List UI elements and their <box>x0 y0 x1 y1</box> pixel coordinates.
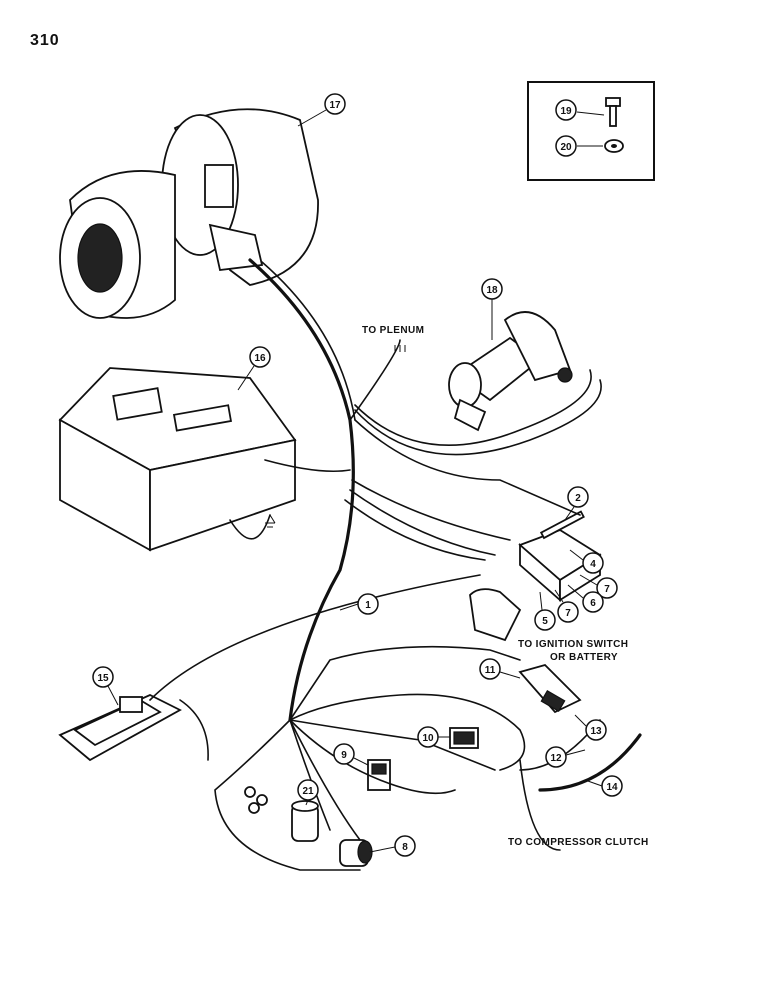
svg-text:7: 7 <box>604 584 610 595</box>
fan-switch <box>449 727 479 749</box>
toggle-switch <box>367 759 391 791</box>
svg-text:19: 19 <box>560 106 572 117</box>
svg-text:14: 14 <box>606 782 618 793</box>
svg-text:20: 20 <box>560 142 572 153</box>
callout-18: 18 <box>481 278 503 340</box>
callout-1: 1 <box>339 593 379 615</box>
callout-5: 5 <box>534 591 556 631</box>
callout-9: 9 <box>333 743 369 766</box>
connector-socket <box>339 839 373 867</box>
label-to-compressor: TO COMPRESSOR CLUTCH <box>508 837 649 848</box>
callout-14: 14 <box>584 775 623 797</box>
callout-12: 12 <box>545 746 586 768</box>
svg-text:4: 4 <box>590 559 596 570</box>
control-box <box>58 367 297 552</box>
callout-7a: 7 <box>579 574 618 599</box>
label-to-plenum: TO PLENUM <box>362 325 424 336</box>
callout-4: 4 <box>569 549 604 574</box>
actuator-valve <box>448 311 573 432</box>
callout-20: 20 <box>555 135 577 157</box>
relay-box <box>58 694 182 762</box>
callout-16: 16 <box>237 346 271 391</box>
callout-6: 6 <box>567 584 604 613</box>
blower-motor-assembly <box>59 108 319 319</box>
svg-text:10: 10 <box>422 733 434 744</box>
spare-terminals <box>244 786 268 814</box>
fuse-block <box>469 510 602 642</box>
callout-13: 13 <box>574 714 607 741</box>
label-to-ignition-2: OR BATTERY <box>550 652 618 663</box>
callout-15: 15 <box>92 666 119 706</box>
callout-10: 10 <box>417 726 450 748</box>
svg-text:15: 15 <box>97 673 109 684</box>
svg-text:5: 5 <box>542 616 548 627</box>
bolt-icon <box>605 97 621 127</box>
callout-17: 17 <box>297 93 346 127</box>
svg-text:6: 6 <box>590 598 596 609</box>
page-number: 310 <box>30 32 60 49</box>
svg-text:7: 7 <box>565 608 571 619</box>
svg-text:18: 18 <box>486 285 498 296</box>
svg-text:17: 17 <box>329 100 341 111</box>
callout-21: 21 <box>297 779 319 806</box>
callout-19: 19 <box>555 99 577 121</box>
inset-box <box>527 81 655 181</box>
svg-text:16: 16 <box>254 353 266 364</box>
label-to-ignition-1: TO IGNITION SWITCH <box>518 639 628 650</box>
svg-text:2: 2 <box>575 493 581 504</box>
connector-plug <box>291 800 319 842</box>
callout-11: 11 <box>479 658 521 680</box>
svg-text:21: 21 <box>302 786 314 797</box>
svg-text:8: 8 <box>402 842 408 853</box>
callout-7b: 7 <box>554 589 579 623</box>
nut-icon <box>604 139 624 153</box>
thermostat-switch <box>518 663 582 714</box>
callout-8: 8 <box>369 835 416 857</box>
svg-text:11: 11 <box>485 665 496 676</box>
callout-2: 2 <box>564 486 589 521</box>
svg-text:1: 1 <box>365 600 371 611</box>
svg-text:9: 9 <box>341 750 347 761</box>
svg-text:13: 13 <box>590 726 602 737</box>
svg-text:12: 12 <box>550 753 562 764</box>
